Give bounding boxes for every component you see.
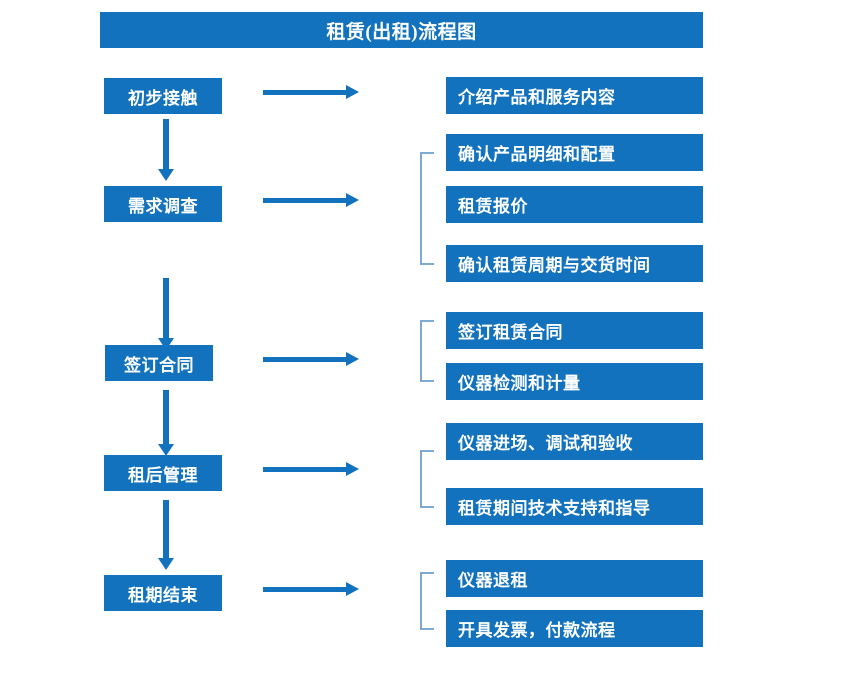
arrow-right-icon-3 [263,352,359,366]
arrow-down-icon-4 [158,500,174,570]
arrow-head [346,462,359,476]
arrow-right-icon-2 [263,193,359,207]
stage-box-1[interactable]: 初步接触 [104,78,222,114]
stage-box-4[interactable]: 租后管理 [104,455,222,491]
stage-box-2[interactable]: 需求调查 [104,186,222,222]
arrow-head [158,169,174,181]
arrow-right-icon-5 [263,582,359,596]
flowchart-title: 租赁(出租)流程图 [100,12,703,48]
arrow-head [346,193,359,207]
arrow-shaft [263,198,347,203]
arrow-shaft [163,390,169,444]
arrow-shaft [163,278,169,338]
output-box-2-3[interactable]: 确认租赁周期与交货时间 [446,245,703,282]
arrow-down-icon-2 [158,278,174,350]
arrow-right-icon-4 [263,462,359,476]
output-box-4-1[interactable]: 仪器进场、调试和验收 [446,423,703,460]
arrow-down-icon-1 [158,119,174,181]
arrow-right-icon-1 [263,85,359,99]
output-box-3-1[interactable]: 签订租赁合同 [446,312,703,349]
group-bracket-3 [420,320,434,382]
output-box-2-2[interactable]: 租赁报价 [446,186,703,223]
group-bracket-4 [420,450,434,508]
arrow-head [346,582,359,596]
output-box-4-2[interactable]: 租赁期间技术支持和指导 [446,488,703,525]
arrow-shaft [263,90,347,95]
stage-box-3[interactable]: 签订合同 [105,345,213,381]
output-box-3-2[interactable]: 仪器检测和计量 [446,363,703,400]
arrow-shaft [263,357,347,362]
arrow-down-icon-3 [158,390,174,456]
stage-box-5[interactable]: 租期结束 [104,575,222,611]
arrow-shaft [263,467,347,472]
arrow-shaft [163,119,169,169]
arrow-head [158,444,174,456]
arrow-shaft [163,500,169,558]
arrow-shaft [263,587,347,592]
arrow-head [346,352,359,366]
output-box-5-1[interactable]: 仪器退租 [446,560,703,597]
arrow-head [158,558,174,570]
group-bracket-2 [420,152,434,265]
output-box-2-1[interactable]: 确认产品明细和配置 [446,134,703,171]
output-box-1-1[interactable]: 介绍产品和服务内容 [446,77,703,114]
arrow-head [346,85,359,99]
output-box-5-2[interactable]: 开具发票，付款流程 [446,610,703,647]
group-bracket-5 [420,572,434,630]
